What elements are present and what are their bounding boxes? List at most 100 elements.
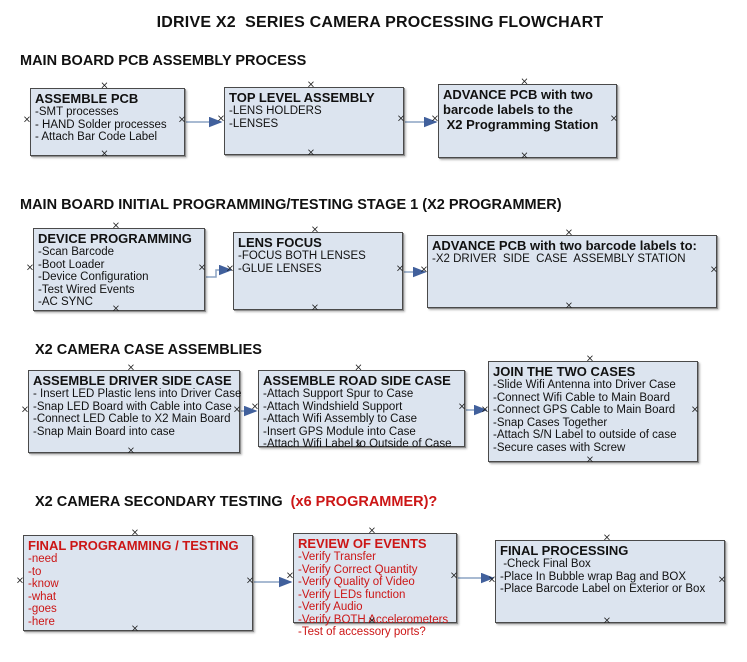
flow-box-line: -Connect Wifi Cable to Main Board xyxy=(493,391,671,404)
section-heading-text: MAIN BOARD PCB ASSEMBLY PROCESS xyxy=(20,53,307,69)
flow-box-title: DEVICE PROGRAMMING xyxy=(38,231,192,246)
connection-point-icon: × xyxy=(520,76,529,88)
connection-point-icon: × xyxy=(480,404,490,415)
flow-box-line: -Verify BOTH Accelerometers xyxy=(298,613,449,626)
flow-box-line: -Test Wired Events xyxy=(38,283,135,296)
flow-box-line: -Device Configuration xyxy=(38,271,149,283)
flow-box-line: -FOCUS BOTH LENSES xyxy=(238,250,366,262)
flow-box-line: -Place Barcode Label on Exterior or Box xyxy=(500,583,706,595)
flow-box-line: -Attach Wifi Label to Outside of Case xyxy=(263,438,452,450)
connection-point-icon: × xyxy=(20,404,30,415)
connection-point-icon: × xyxy=(306,79,316,91)
flow-box-line: -know xyxy=(28,578,59,590)
flow-box-final-processing: FINAL PROCESSING -Check Final Box-Place … xyxy=(488,533,727,626)
connection-point-icon: × xyxy=(430,113,440,125)
flow-box-line: -Verify Quality of Video xyxy=(298,576,415,588)
flow-box-line: -Verify Audio xyxy=(298,601,363,613)
flow-box-line: -Place In Bubble wrap Bag and BOX xyxy=(500,570,687,583)
connection-point-icon: × xyxy=(395,263,405,275)
flow-box-line: -need xyxy=(28,553,58,565)
flow-box-line: -X2 DRIVER SIDE CASE ASSEMBLY STATION xyxy=(432,253,686,265)
connection-point-icon: × xyxy=(111,220,121,232)
connection-point-icon: × xyxy=(564,227,574,239)
connection-point-icon: × xyxy=(197,262,207,273)
connection-point-icon: × xyxy=(126,362,136,374)
connection-point-icon: × xyxy=(216,113,226,125)
flow-box-line: - Attach Bar Code Label xyxy=(35,131,158,143)
connection-point-icon: × xyxy=(354,362,363,374)
flow-box-line: -Snap LED Board with Cable into Case xyxy=(33,400,232,413)
connection-point-icon: × xyxy=(177,114,187,126)
connection-point-icon: × xyxy=(126,445,136,457)
flow-box-title: FINAL PROCESSING xyxy=(500,543,629,558)
connection-point-icon: × xyxy=(100,148,109,160)
flow-box-title: ASSEMBLE DRIVER SIDE CASE xyxy=(33,373,232,388)
section-heading-text: X2 CAMERA CASE ASSEMBLIES xyxy=(35,342,262,358)
connection-point-icon: × xyxy=(245,575,255,587)
connection-point-icon: × xyxy=(22,114,32,126)
section-heading: MAIN BOARD INITIAL PROGRAMMING/TESTING S… xyxy=(20,197,562,213)
flow-box-line: - Insert LED Plastic lens into Driver Ca… xyxy=(33,388,242,400)
connection-point-icon: × xyxy=(130,527,140,539)
flow-box-line: -Attach Support Spur to Case xyxy=(263,388,414,400)
flow-box-line: -Snap Cases Together xyxy=(493,416,608,429)
connection-point-icon: × xyxy=(225,263,235,275)
connection-point-icon: × xyxy=(602,532,612,544)
connection-point-icon: × xyxy=(717,574,727,585)
flow-box-device-programming: DEVICE PROGRAMMING-Scan Barcode-Boot Loa… xyxy=(26,221,207,314)
flow-box-line: -Verify Transfer xyxy=(298,551,376,563)
connection-point-icon: × xyxy=(232,404,242,415)
connection-point-icon: × xyxy=(487,574,497,585)
connection-point-icon: × xyxy=(367,525,377,537)
flow-box-join-the-two-cases: JOIN THE TWO CASES-Slide Wifi Antenna in… xyxy=(481,354,700,465)
flow-box-line: -Boot Loader xyxy=(38,258,105,271)
flow-box-title: TOP LEVEL ASSEMBLY xyxy=(229,90,375,105)
connection-point-icon: × xyxy=(609,113,619,125)
connection-point-icon: × xyxy=(602,615,612,627)
flow-box-line: -LENSES xyxy=(229,117,279,130)
flow-box-line: -SMT processes xyxy=(35,106,119,118)
section-heading-text: X2 CAMERA SECONDARY TESTING xyxy=(35,494,291,510)
connection-point-icon: × xyxy=(25,262,35,273)
section-heading-text: MAIN BOARD INITIAL PROGRAMMING/TESTING S… xyxy=(20,197,562,213)
connection-point-icon: × xyxy=(564,300,574,312)
connection-point-icon: × xyxy=(100,80,109,92)
connection-point-icon: × xyxy=(585,353,595,365)
flow-box-title: FINAL PROGRAMMING / TESTING xyxy=(28,538,239,553)
connection-point-icon: × xyxy=(285,570,295,582)
flow-box-line: -to xyxy=(28,565,42,578)
flowchart-title: IDRIVE X2 SERIES CAMERA PROCESSING FLOWC… xyxy=(156,14,604,31)
flow-box-line: - HAND Solder processes xyxy=(35,118,167,131)
connection-point-icon: × xyxy=(396,113,406,125)
flow-box-line: -Insert GPS Module into Case xyxy=(263,425,416,438)
connection-point-icon: × xyxy=(585,454,595,466)
flow-box-title: LENS FOCUS xyxy=(238,235,322,250)
flow-box-line: -Test of accessory ports? xyxy=(298,626,426,638)
flow-box-title: ADVANCE PCB with two barcode labels to t… xyxy=(443,87,599,132)
connection-point-icon: × xyxy=(310,302,320,314)
connection-point-icon: × xyxy=(367,615,377,627)
flow-box-line: -Attach S/N Label to outside of case xyxy=(493,429,677,441)
connection-point-icon: × xyxy=(15,575,25,587)
flow-box-line: -Slide Wifi Antenna into Driver Case xyxy=(493,379,676,391)
connection-point-icon: × xyxy=(111,303,121,315)
flow-box-final-programming-testing: FINAL PROGRAMMING / TESTING-need-to-know… xyxy=(16,528,255,634)
flow-box-line: -Attach Windshield Support xyxy=(263,400,403,413)
connection-point-icon: × xyxy=(306,147,316,159)
flow-box-line: -Verify LEDs function xyxy=(298,588,406,601)
flow-box-line: -goes xyxy=(28,603,57,615)
section-heading-text: (x6 PROGRAMMER)? xyxy=(290,494,438,510)
connection-point-icon: × xyxy=(709,264,719,275)
flow-box-line: -Connect GPS Cable to Main Board xyxy=(493,404,676,416)
connection-point-icon: × xyxy=(690,404,700,415)
connection-point-icon: × xyxy=(250,401,260,412)
connection-point-icon: × xyxy=(520,150,529,162)
connection-point-icon: × xyxy=(419,264,429,275)
flow-box-line: -Attach Wifi Assembly to Case xyxy=(263,413,418,425)
connection-point-icon: × xyxy=(310,224,320,236)
flow-box-title: ASSEMBLE PCB xyxy=(35,91,139,106)
flow-box-title: JOIN THE TWO CASES xyxy=(493,364,636,379)
flow-box-line: -Connect LED Cable to X2 Main Board xyxy=(33,413,231,425)
flow-box-assemble-road-side-case: ASSEMBLE ROAD SIDE CASE-Attach Support S… xyxy=(251,363,466,450)
